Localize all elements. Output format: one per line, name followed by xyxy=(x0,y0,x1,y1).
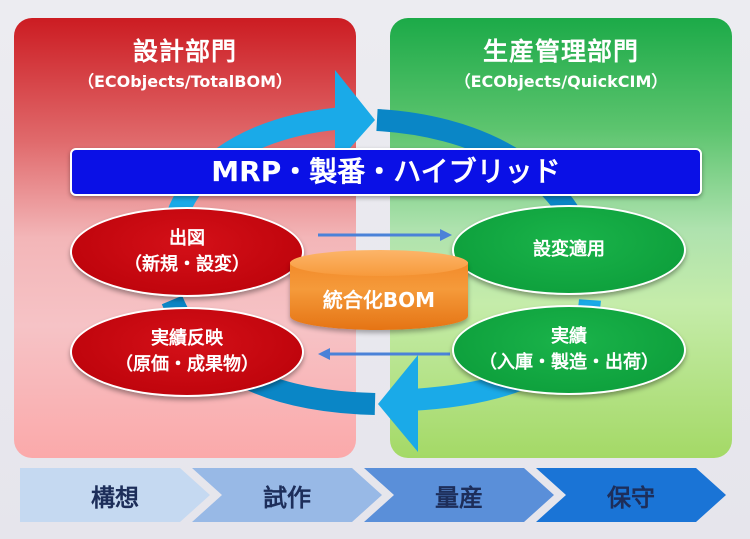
stage-concept: 構想 xyxy=(20,468,210,522)
lifecycle-stages: 構想 試作 量産 保守 xyxy=(20,468,730,522)
mrp-banner: MRP・製番・ハイブリッド xyxy=(70,148,702,196)
item-label: 設変適用 xyxy=(533,239,605,260)
item-label: 実績反映 xyxy=(151,328,223,349)
production-department-subtitle: （ECObjects/QuickCIM） xyxy=(454,72,668,91)
item-sublabel: （新規・設変） xyxy=(124,254,250,275)
design-item-results-feedback: 実績反映 （原価・成果物） xyxy=(70,307,304,397)
cycle-arrowhead-top xyxy=(335,70,375,165)
item-sublabel: （原価・成果物） xyxy=(115,354,259,375)
item-label: 実績 xyxy=(551,326,587,347)
database-cylinder-top xyxy=(290,250,468,276)
stage-maintenance: 保守 xyxy=(536,468,726,522)
integrated-bom-database: 統合化BOM xyxy=(290,250,468,338)
production-item-change-apply: 設変適用 xyxy=(452,205,686,295)
design-item-drawing-release: 出図 （新規・設変） xyxy=(70,207,304,297)
stage-mass-production: 量産 xyxy=(364,468,554,522)
production-item-results: 実績 （入庫・製造・出荷） xyxy=(452,305,686,395)
integrated-bom-label: 統合化BOM xyxy=(322,288,436,312)
design-department-subtitle: （ECObjects/TotalBOM） xyxy=(78,72,292,91)
flow-arrowhead-left xyxy=(318,348,330,360)
design-department-title: 設計部門 xyxy=(132,37,237,66)
cycle-arrowhead-bottom xyxy=(378,355,418,452)
stage-prototype: 試作 xyxy=(192,468,382,522)
item-sublabel: （入庫・製造・出荷） xyxy=(479,352,659,373)
item-label: 出図 xyxy=(169,228,205,249)
production-department-title: 生産管理部門 xyxy=(482,37,639,66)
flow-arrowhead-right xyxy=(440,229,452,241)
